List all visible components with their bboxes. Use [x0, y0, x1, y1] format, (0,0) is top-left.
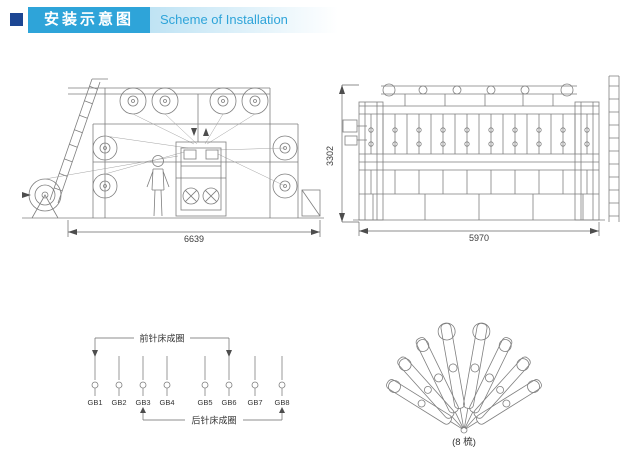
- operator-figure: [146, 155, 170, 217]
- guide-bar-labels: GB1 GB2 GB3 GB4 GB5 GB6 GB7 GB8: [87, 398, 289, 407]
- yarn-paths: [44, 113, 286, 187]
- feed-arrow-icon: [22, 192, 31, 198]
- comb-bars: [386, 322, 542, 434]
- front-height-dim-label: 3302: [325, 146, 335, 166]
- section-title-en: Scheme of Installation: [150, 7, 338, 33]
- guide-bar-label: GB4: [159, 398, 174, 407]
- section-title-zh: 安装示意图: [28, 7, 150, 33]
- front-bed-label: 前针床成圈: [139, 333, 184, 344]
- machine-side-view-drawing: 6639: [22, 78, 324, 244]
- tension-elements: [368, 127, 590, 147]
- back-bed-label: 后针床成圈: [191, 415, 236, 426]
- guide-bar-label: GB3: [135, 398, 150, 407]
- header-bullet-icon: [10, 13, 23, 26]
- machine-body-front: [359, 105, 599, 195]
- front-width-dim-label: 5970: [469, 233, 489, 243]
- comb-count-caption: (8 梳): [452, 436, 476, 448]
- guide-bar-symbols: [91, 356, 286, 396]
- side-width-dimension: 6639: [67, 220, 321, 244]
- comb-pivot: [460, 426, 468, 434]
- machine-front-view-drawing: 3302: [325, 75, 620, 243]
- front-width-dimension: 5970: [358, 222, 600, 243]
- letoff-wheel: [28, 178, 62, 219]
- guide-bar-label: GB1: [87, 398, 102, 407]
- guide-bar-label: GB6: [221, 398, 236, 407]
- machine-legs: [353, 194, 605, 221]
- guide-bar-label: GB2: [111, 398, 126, 407]
- comb-fan-diagram: (8 梳): [386, 322, 542, 448]
- yarn-beams: [92, 87, 298, 199]
- front-ladder: [608, 75, 620, 222]
- side-width-dim-label: 6639: [184, 234, 204, 244]
- back-bed-bracket: 后针床成圈: [140, 407, 285, 426]
- machine-body-side: [175, 141, 227, 217]
- side-ladder: [49, 78, 108, 204]
- front-height-dimension: 3302: [325, 84, 359, 223]
- front-bed-bracket: 前针床成圈: [92, 333, 232, 357]
- creel-frame: [68, 87, 299, 218]
- guide-bar-label: GB8: [274, 398, 289, 407]
- guide-bar-label: GB7: [247, 398, 262, 407]
- guide-bar-diagram: 前针床成圈 GB1 GB2 GB3 GB4 GB5 GB6 GB7 GB8 后针…: [87, 333, 289, 426]
- drive-unit: [342, 119, 367, 146]
- side-stand: [301, 189, 321, 217]
- yarn-direction-arrows: [191, 128, 209, 136]
- top-beam-shaft: [381, 83, 577, 106]
- guide-bar-label: GB5: [197, 398, 212, 407]
